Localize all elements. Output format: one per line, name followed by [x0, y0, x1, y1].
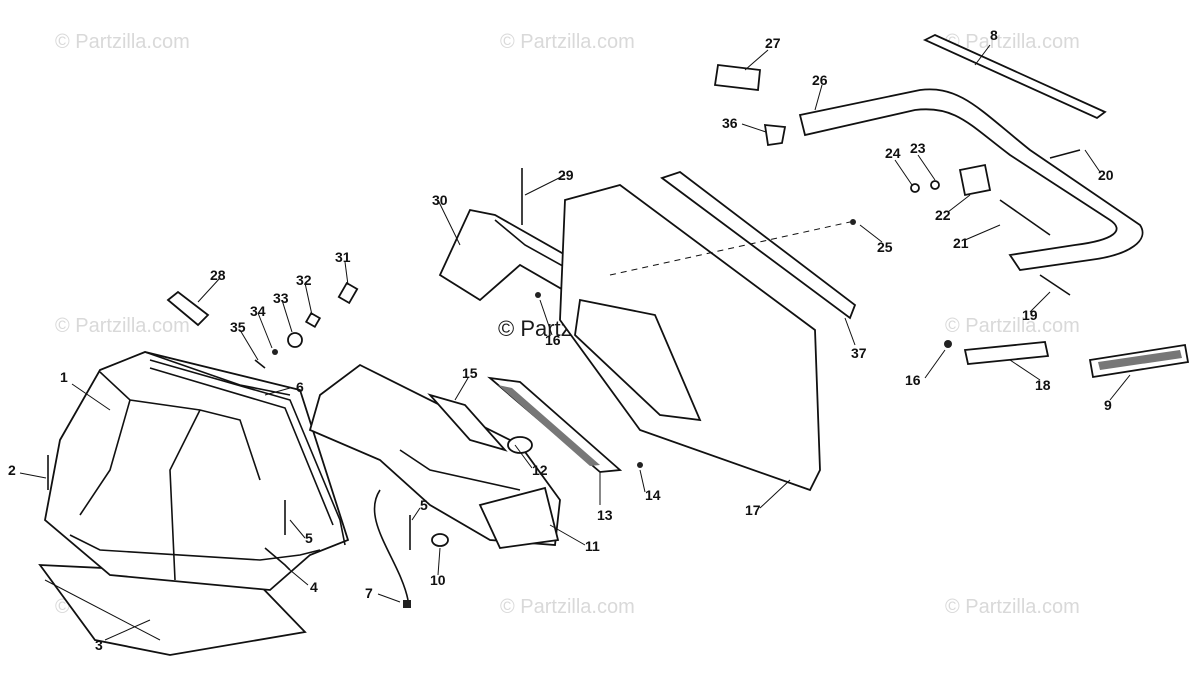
- part-14-screw: [637, 462, 643, 468]
- label-part-27: 27: [765, 35, 781, 51]
- label-part-11: 11: [585, 538, 600, 554]
- part-5-bolts: [284, 500, 411, 550]
- label-part-35: 35: [230, 319, 246, 335]
- watermark-top-right: © Partzilla.com: [945, 31, 1080, 53]
- label-part-20: 20: [1098, 167, 1114, 183]
- part-15-grille-frame: [427, 393, 508, 452]
- label-part-12: 12: [532, 462, 548, 478]
- part-31-35-hardware: [254, 281, 359, 369]
- watermark-top-center: © Partzilla.com: [500, 31, 635, 53]
- label-part-13: 13: [597, 507, 613, 523]
- label-part-6: 6: [296, 379, 304, 395]
- label-part-25: 25: [877, 239, 893, 255]
- label-part-2: 2: [8, 462, 16, 478]
- part-4-trim-end: [264, 547, 291, 571]
- label-part-34: 34: [250, 303, 266, 319]
- label-part-23: 23: [910, 140, 926, 156]
- part-19-24-hardware: [910, 149, 1081, 296]
- part-18-plate: [944, 340, 1050, 365]
- label-part-33: 33: [273, 290, 289, 306]
- label-part-31: 31: [335, 249, 351, 265]
- label-part-5b: 5: [420, 497, 428, 513]
- watermark-bottom-right: © Partzilla.com: [945, 596, 1080, 618]
- label-part-4: 4: [310, 579, 318, 595]
- watermark-top-left: © Partzilla.com: [55, 31, 190, 53]
- part-36-clip: [763, 123, 787, 147]
- label-part-9: 9: [1104, 397, 1112, 413]
- part-7-cable: [373, 489, 411, 608]
- label-part-19: 19: [1022, 307, 1038, 323]
- part-17-panel: [559, 184, 821, 492]
- label-part-16a: 16: [545, 332, 561, 348]
- label-part-1: 1: [60, 369, 68, 385]
- label-part-16b: 16: [905, 372, 921, 388]
- label-part-36: 36: [722, 115, 738, 131]
- part-13-grille: [487, 376, 623, 473]
- part-25-screw: [609, 219, 856, 276]
- label-part-17: 17: [745, 502, 761, 518]
- part-26-bumper: [798, 88, 1144, 271]
- label-part-32: 32: [296, 272, 312, 288]
- part-1-hood: [44, 351, 350, 591]
- label-part-14: 14: [645, 487, 661, 503]
- label-part-7: 7: [365, 585, 373, 601]
- label-part-3: 3: [95, 637, 103, 653]
- part-37-rail: [660, 170, 857, 320]
- part-8-strip: [922, 34, 1107, 120]
- label-part-5a: 5: [305, 530, 313, 546]
- part-6-trim: [149, 359, 346, 546]
- label-part-28: 28: [210, 267, 226, 283]
- label-part-8: 8: [990, 27, 998, 43]
- label-part-24: 24: [885, 145, 901, 161]
- label-part-29: 29: [558, 167, 574, 183]
- watermark-bottom-center: © Partzilla.com: [500, 596, 635, 618]
- label-part-30: 30: [432, 192, 448, 208]
- label-part-18: 18: [1035, 377, 1051, 393]
- part-16a-nut: [535, 292, 541, 298]
- label-part-26: 26: [812, 72, 828, 88]
- part-27-decal: [713, 64, 761, 91]
- watermark-mid-left: © Partzilla.com: [55, 315, 190, 337]
- label-part-10: 10: [430, 572, 446, 588]
- part-9-emblem: [1088, 343, 1190, 379]
- leader-lines: [19, 44, 1131, 641]
- label-part-37: 37: [851, 345, 867, 361]
- label-part-22: 22: [935, 207, 951, 223]
- label-part-21: 21: [953, 235, 969, 251]
- label-part-15: 15: [462, 365, 478, 381]
- part-28-lens: [166, 290, 210, 327]
- watermark-mid-right: © Partzilla.com: [945, 315, 1080, 337]
- part-number-labels: 1 2 3 4 5 5 6 7 8 9 10 11 12 13 14 15 16…: [8, 27, 1114, 653]
